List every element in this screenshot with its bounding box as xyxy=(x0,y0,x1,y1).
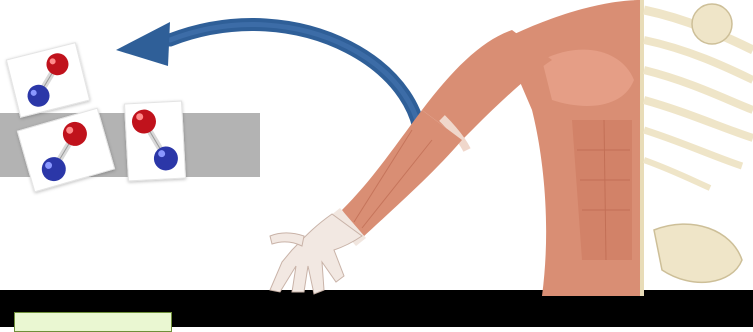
skeleton-illustration xyxy=(634,0,753,296)
muscle-arm-illustration xyxy=(262,0,753,296)
